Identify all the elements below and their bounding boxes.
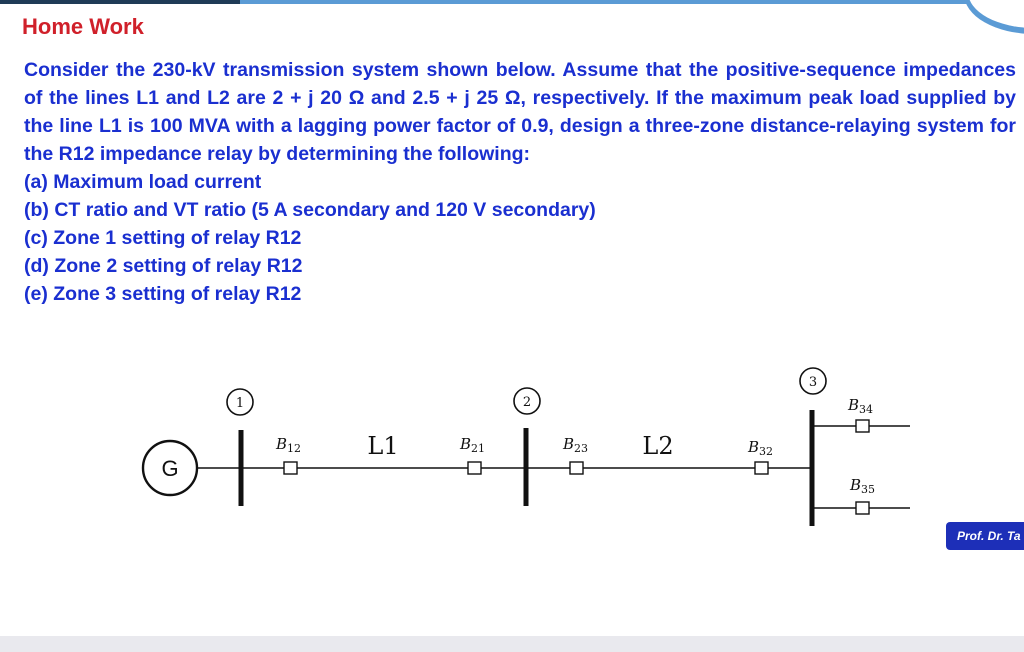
bus-2-label: 2: [523, 395, 531, 410]
breaker-b34: [855, 419, 870, 433]
bus-2-label-circle: [513, 387, 541, 415]
bus-3-label: 3: [809, 375, 817, 390]
task-list: (a) Maximum load current (b) CT ratio an…: [24, 168, 1016, 308]
breaker-b21: [467, 461, 482, 475]
slide: Home Work Consider the 230-kV transmissi…: [0, 0, 1024, 636]
bus-1-label: 1: [236, 396, 244, 411]
task-item-c: (c) Zone 1 setting of relay R12: [24, 227, 302, 249]
author-badge: Prof. Dr. Ta: [946, 522, 1024, 550]
breaker-b21-label: B21: [459, 435, 485, 455]
bus-3-label-circle: [799, 367, 827, 395]
bus-1-label-circle: [226, 388, 254, 416]
slide-title: Home Work: [22, 14, 144, 39]
breaker-b23-label: B23: [562, 435, 588, 455]
task-item-e: (e) Zone 3 setting of relay R12: [24, 283, 302, 305]
top-bar-accent: [240, 0, 1024, 4]
problem-statement: Consider the 230-kV transmission system …: [24, 59, 1016, 165]
breaker-b32: [754, 461, 769, 475]
line-l1-label: L1: [367, 432, 398, 460]
top-bar-dark: [0, 0, 240, 4]
task-item-a: (a) Maximum load current: [24, 171, 262, 193]
breaker-b12: [283, 461, 298, 475]
one-line-diagram: G 1 2 3 L1 L2 B12 B21 B23 B32 B34 B35: [141, 367, 910, 526]
breaker-b34-label: B34: [847, 396, 873, 416]
line-l2-label: L2: [642, 432, 673, 460]
generator-label: G: [161, 456, 178, 481]
breaker-b32-label: B32: [747, 438, 773, 458]
bottom-strip: [0, 636, 1024, 652]
breaker-b35-label: B35: [849, 476, 875, 496]
task-item-b: (b) CT ratio and VT ratio (5 A secondary…: [24, 199, 596, 221]
breaker-b35: [855, 501, 870, 515]
breaker-b23: [569, 461, 584, 475]
breaker-b12-label: B12: [275, 435, 301, 455]
task-item-d: (d) Zone 2 setting of relay R12: [24, 255, 303, 277]
problem-body: Consider the 230-kV transmission system …: [24, 56, 1016, 308]
